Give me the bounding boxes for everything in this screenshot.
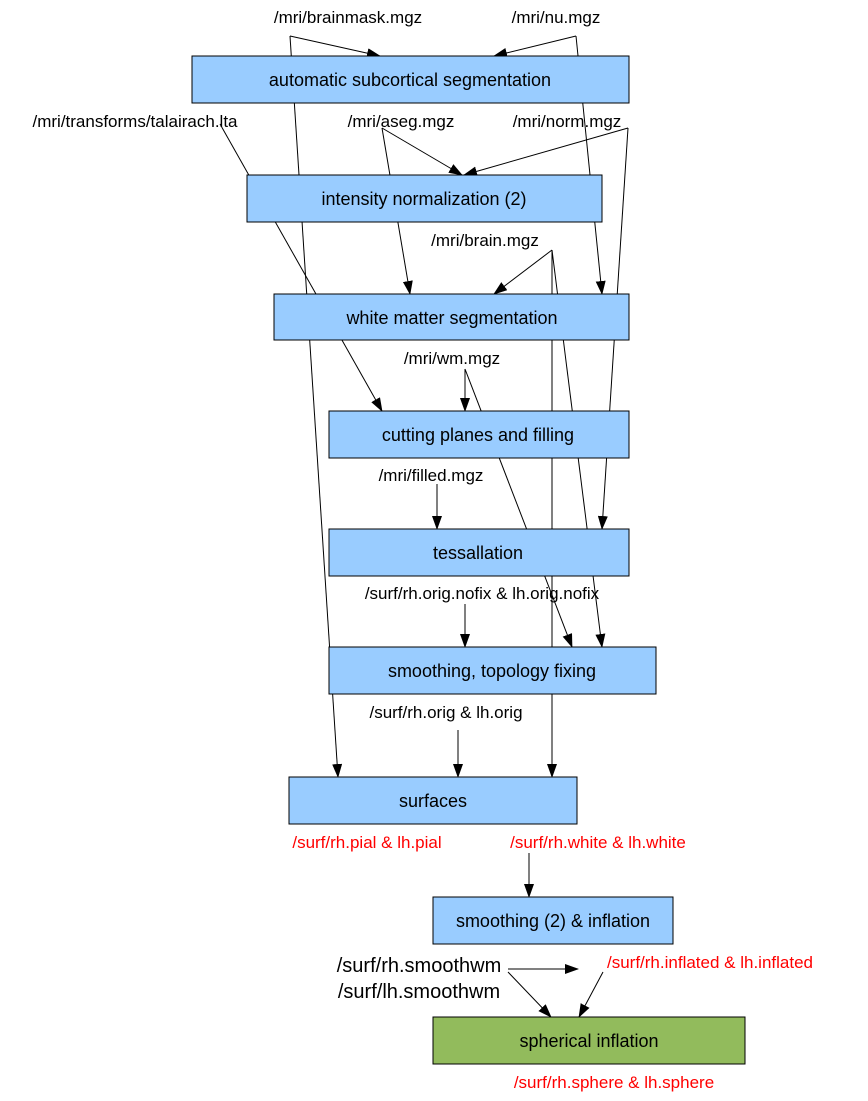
step-surfaces: surfaces xyxy=(288,776,578,825)
file-brain: /mri/brain.mgz xyxy=(431,231,539,250)
step-label: smoothing (2) & inflation xyxy=(456,911,650,931)
step-smoothing-2-inflation: smoothing (2) & inflation xyxy=(432,896,674,945)
step-label: surfaces xyxy=(399,791,467,811)
step-auto-subcortical-seg: automatic subcortical segmentation xyxy=(191,55,630,104)
edge-aseg-to-intensity xyxy=(381,127,463,176)
file-inflated: /surf/rh.inflated & lh.inflated xyxy=(607,953,813,972)
edge-norm-to-intensity xyxy=(463,127,629,177)
edge-brain-to-wm-seg xyxy=(493,249,553,295)
file-nu: /mri/nu.mgz xyxy=(512,8,601,27)
edge-brainmask-to-auto-seg xyxy=(289,35,381,59)
step-label: spherical inflation xyxy=(519,1031,658,1051)
file-brainmask: /mri/brainmask.mgz xyxy=(274,8,422,27)
file-smoothwm-rh: /surf/rh.smoothwm xyxy=(337,955,501,977)
file-aseg: /mri/aseg.mgz xyxy=(348,112,455,131)
file-norm: /mri/norm.mgz xyxy=(513,112,622,131)
edge-smoothwm-to-spherical xyxy=(507,971,552,1018)
step-spherical-inflation: spherical inflation xyxy=(432,1016,746,1065)
file-labels: /mri/brainmask.mgz /mri/nu.mgz /mri/tran… xyxy=(33,8,814,1092)
file-orig-nofix: /surf/rh.orig.nofix & lh.orig.nofix xyxy=(365,584,600,603)
step-label: intensity normalization (2) xyxy=(321,189,526,209)
file-white: /surf/rh.white & lh.white xyxy=(510,833,686,852)
step-intensity-norm-2: intensity normalization (2) xyxy=(246,174,603,223)
step-label: smoothing, topology fixing xyxy=(388,661,596,681)
step-label: tessallation xyxy=(433,543,523,563)
file-sphere: /surf/rh.sphere & lh.sphere xyxy=(514,1073,714,1092)
step-white-matter-seg: white matter segmentation xyxy=(273,293,630,341)
edge-nu-to-auto-seg xyxy=(493,35,577,58)
step-label: automatic subcortical segmentation xyxy=(269,70,551,90)
file-smoothwm-lh: /surf/lh.smoothwm xyxy=(338,981,500,1003)
step-label: white matter segmentation xyxy=(345,308,557,328)
file-wm: /mri/wm.mgz xyxy=(404,349,500,368)
edge-inflated-to-spherical xyxy=(578,971,604,1018)
process-steps: automatic subcortical segmentation inten… xyxy=(191,55,746,1065)
step-tessallation: tessallation xyxy=(328,528,630,577)
step-cutting-planes-filling: cutting planes and filling xyxy=(328,410,630,459)
file-filled: /mri/filled.mgz xyxy=(379,466,484,485)
file-orig: /surf/rh.orig & lh.orig xyxy=(369,703,522,722)
step-label: cutting planes and filling xyxy=(382,425,574,445)
file-pial: /surf/rh.pial & lh.pial xyxy=(292,833,441,852)
edge-talairach-to-cutting xyxy=(219,123,383,412)
file-talairach: /mri/transforms/talairach.lta xyxy=(33,112,239,131)
step-smoothing-topology-fixing: smoothing, topology fixing xyxy=(328,646,657,695)
